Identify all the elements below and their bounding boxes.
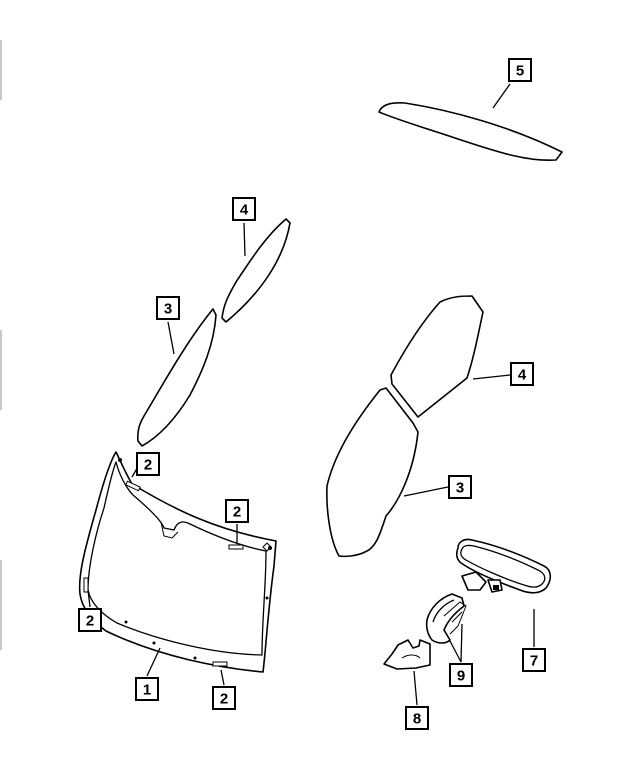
left-edge-mark-2 [0,330,2,410]
part-3-left-glass [136,308,217,447]
leader-1 [146,647,161,677]
leader-9a [449,640,462,663]
callout-8-label: 8 [413,711,421,728]
part-5-roof-glass [378,101,563,162]
callout-2-top-label: 2 [144,457,152,474]
part-8-bracket-plate [383,639,431,670]
leader-2-bottom [220,669,225,686]
clip-left [83,577,89,593]
callout-4-left-label: 4 [240,202,249,219]
callout-9: 9 [449,663,473,687]
part-1-windshield [78,451,277,673]
callout-5: 5 [508,58,532,82]
callout-4-right-label: 4 [518,367,527,384]
callout-9-label: 9 [457,668,465,685]
part-7-rear-view-mirror [455,538,552,594]
callout-2-bottom-label: 2 [220,691,228,708]
leader-2-left [87,589,91,608]
part-3-right-glass [326,387,419,558]
leader-9b [460,623,463,663]
leader-3-left [167,321,175,355]
callout-3-left: 3 [156,296,180,320]
callout-1-label: 1 [143,682,151,699]
callout-3-right-label: 3 [456,480,464,497]
left-edge-mark-1 [0,40,2,100]
callout-2-mid-label: 2 [233,504,241,521]
callout-8: 8 [405,706,429,730]
part-4-left-glass [221,218,291,323]
callout-3-right: 3 [448,475,472,499]
leader-4-right [472,374,511,380]
callout-2-top: 2 [136,452,160,476]
callout-2-left: 2 [78,608,102,632]
callout-2-mid: 2 [225,499,249,523]
callout-5-label: 5 [516,63,524,80]
callout-4-left: 4 [232,197,256,221]
callout-2-bottom: 2 [212,686,236,710]
part-9-mirror-bracket [425,593,467,644]
clip-bottom [212,661,228,667]
clip-right [228,544,244,550]
callout-2-left-label: 2 [86,613,94,630]
callout-1: 1 [135,677,159,701]
leader-8 [413,670,418,706]
callout-4-right: 4 [510,362,534,386]
part-4-right-glass [390,295,484,418]
leader-4-left [243,222,246,257]
left-edge-mark-3 [0,560,2,650]
leader-3-right [403,486,449,497]
callout-3-left-label: 3 [164,301,172,318]
callout-7: 7 [522,648,546,672]
clip-top [125,480,141,492]
leader-5 [492,83,511,109]
callout-7-label: 7 [530,653,538,670]
